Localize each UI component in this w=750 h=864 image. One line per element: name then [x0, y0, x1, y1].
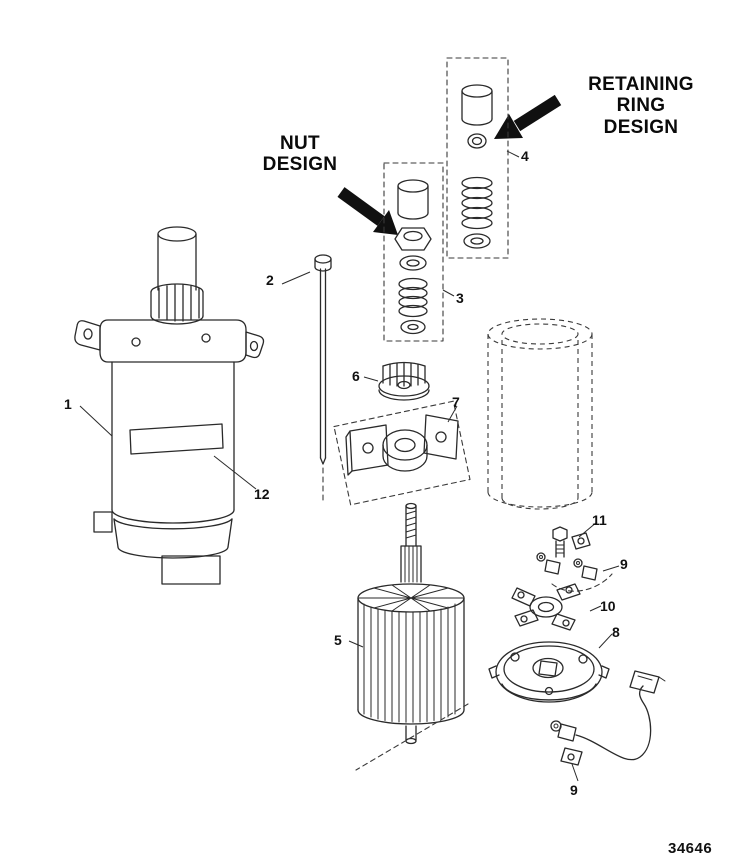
leader-lines — [79, 150, 620, 782]
part-label-2: 2 — [266, 272, 274, 288]
part-label-9-lower: 9 — [570, 782, 578, 798]
retaining-ring — [467, 133, 487, 149]
annotation-retaining-ring-design: RETAINING RING DESIGN — [588, 74, 694, 138]
part-label-3: 3 — [456, 290, 464, 306]
part-pinion-gear — [378, 361, 430, 401]
part-label-4: 4 — [521, 148, 529, 164]
part-end-cap — [488, 641, 610, 703]
part-armature — [355, 502, 469, 771]
part-label-5: 5 — [334, 632, 342, 648]
part-retaining-ring-kit — [446, 57, 509, 259]
part-drive-housing — [333, 400, 471, 506]
part-label-7: 7 — [452, 394, 460, 410]
motor-label-plate — [129, 423, 224, 455]
part-brush-wire — [550, 670, 666, 766]
part-brush-plate — [511, 583, 581, 631]
field-frame-sleeve — [487, 318, 593, 510]
part-screw — [552, 526, 591, 558]
part-label-1: 1 — [64, 396, 72, 412]
part-through-bolt — [314, 254, 332, 501]
part-label-6: 6 — [352, 368, 360, 384]
part-label-11: 11 — [592, 512, 607, 528]
part-label-12: 12 — [254, 486, 270, 502]
part-label-8: 8 — [612, 624, 620, 640]
retaining-ring-arrow-icon — [494, 94, 562, 139]
nut — [394, 227, 432, 251]
part-starter-motor — [74, 226, 265, 585]
part-label-9-upper: 9 — [620, 556, 628, 572]
part-label-10: 10 — [600, 598, 616, 614]
drawing-number: 34646 — [668, 840, 713, 857]
annotation-nut-design: NUT DESIGN — [262, 133, 338, 176]
part-nut-kit — [383, 162, 444, 342]
nut-arrow-icon — [337, 187, 398, 235]
part-brushes-upper — [536, 552, 613, 592]
